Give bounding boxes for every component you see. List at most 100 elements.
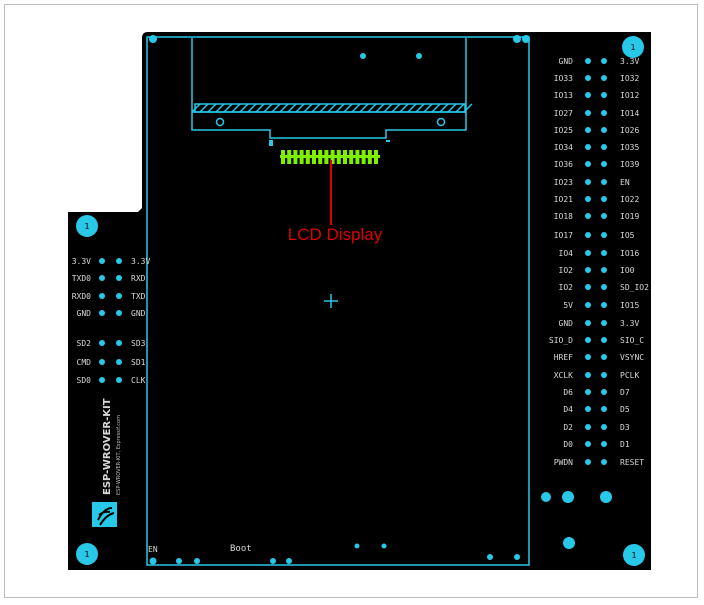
pin: [585, 459, 591, 465]
pin: [585, 127, 591, 133]
pin: [116, 310, 122, 316]
pin: [601, 441, 607, 447]
pin: [601, 267, 607, 273]
right-header-label: IO35: [620, 143, 639, 152]
pin: [116, 293, 122, 299]
right-header-label: 3.3V: [620, 319, 639, 328]
right-header-label: SIO_C: [620, 336, 644, 345]
right-header-label: IO34: [554, 143, 573, 152]
lcd-marker: [269, 140, 273, 146]
silkscreen-title: ESP-WROVER-KIT: [102, 398, 113, 495]
silkscreen-brand: ESP-WROVER-KIT ESP-WROVER-KIT, Espressif…: [92, 398, 122, 527]
right-header-label: 5V: [563, 301, 573, 310]
center-crosshair: [324, 294, 338, 308]
pin: [585, 110, 591, 116]
pin: [585, 337, 591, 343]
right-header-label: XCLK: [554, 371, 573, 380]
right-header-label: IO2: [559, 266, 574, 275]
pin: [585, 232, 591, 238]
pin: [601, 250, 607, 256]
left-header-label: SD0: [77, 376, 92, 385]
right-header-label: IO39: [620, 160, 639, 169]
pin: [601, 337, 607, 343]
right-header-label: HREF: [554, 353, 573, 362]
pin: [585, 250, 591, 256]
left-header-label: SD2: [77, 339, 92, 348]
pin: [601, 144, 607, 150]
pin: [116, 359, 122, 365]
pin: [585, 179, 591, 185]
lcd-marker: [386, 140, 390, 142]
pin: [116, 377, 122, 383]
corner-hole-top-left: [149, 35, 157, 43]
pin: [585, 354, 591, 360]
pin: [116, 275, 122, 281]
right-header-label: D2: [563, 423, 573, 432]
pin: [601, 354, 607, 360]
pin: [601, 161, 607, 167]
right-header-label: PCLK: [620, 371, 639, 380]
pin: [585, 424, 591, 430]
pin: [601, 302, 607, 308]
pin: [585, 406, 591, 412]
silkscreen-subtitle: ESP-WROVER-KIT, Espressif.com: [116, 415, 122, 495]
right-header-label: IO2: [559, 283, 574, 292]
right-header-label: D3: [620, 423, 630, 432]
right-header-label: D7: [620, 388, 630, 397]
right-header-label: RESET: [620, 458, 644, 467]
pin: [601, 179, 607, 185]
left-header-label: CLK: [131, 376, 146, 385]
right-header-label: D0: [563, 440, 573, 449]
boot-label: Boot: [230, 544, 252, 554]
pin: [585, 267, 591, 273]
espressif-logo: [92, 502, 117, 527]
pin: [601, 406, 607, 412]
mount-hole: [215, 117, 225, 127]
right-header-label: IO23: [554, 178, 573, 187]
pin: [585, 441, 591, 447]
pin: [601, 127, 607, 133]
pin: [585, 320, 591, 326]
pin: [585, 284, 591, 290]
right-header-label: IO26: [620, 126, 639, 135]
right-header-label: IO4: [559, 249, 574, 258]
right-header-label: 3.3V: [620, 57, 639, 66]
pin: [585, 75, 591, 81]
pin: [585, 213, 591, 219]
pin: [99, 275, 105, 281]
right-header-label: PWDN: [554, 458, 573, 467]
right-header-label: IO27: [554, 109, 573, 118]
pin: [601, 389, 607, 395]
corner-hole-right-top: 1: [622, 36, 644, 58]
right-header-label: IO18: [554, 212, 573, 221]
left-header-label: CMD: [77, 358, 92, 367]
pin: [585, 58, 591, 64]
right-header-label: GND: [559, 319, 574, 328]
right-header-label: IO32: [620, 74, 639, 83]
pin: [99, 340, 105, 346]
right-header-label: EN: [620, 178, 630, 187]
en-label: EN: [148, 545, 158, 554]
right-header-label: IO19: [620, 212, 639, 221]
right-header-label: IO15: [620, 301, 639, 310]
right-header-label: D4: [563, 405, 573, 414]
mount-hole: [436, 117, 446, 127]
right-header-label: IO33: [554, 74, 573, 83]
pin: [601, 459, 607, 465]
right-header-label: SD_IO2: [620, 283, 649, 292]
right-header-label: IO22: [620, 195, 639, 204]
corner-hole-left-mid: 1: [76, 215, 98, 237]
left-header-label: GND: [77, 309, 92, 318]
corner-hole-right-bottom: 1: [623, 544, 645, 566]
corner-hole-top-right: [513, 35, 530, 43]
module-outline: [146, 36, 530, 566]
left-header-label: SD1: [131, 358, 146, 367]
right-header-label: IO14: [620, 109, 639, 118]
left-header-label: GND: [131, 309, 146, 318]
wifi-logo-icon: [97, 507, 115, 526]
pcb-board: [68, 32, 651, 570]
svg-text:1: 1: [84, 550, 89, 559]
pin: [585, 92, 591, 98]
right-header-label: IO16: [620, 249, 639, 258]
